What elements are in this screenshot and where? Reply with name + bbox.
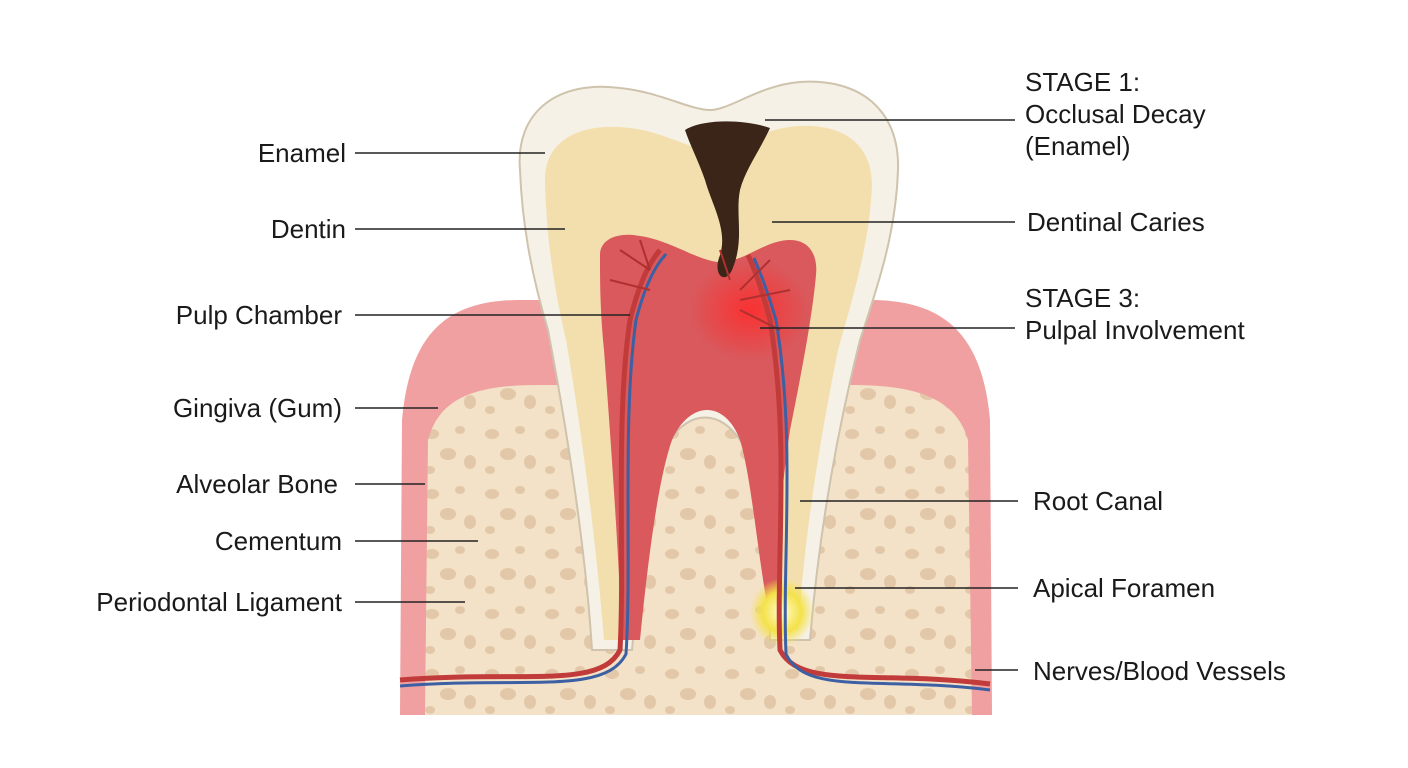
right-leader-lines <box>760 119 1018 671</box>
pulp-inflammation <box>690 260 810 360</box>
label-dentinal-caries-line-1: Dentinal Caries <box>1027 207 1205 237</box>
label-gingiva: Gingiva (Gum) <box>172 393 342 423</box>
label-cementum: Cementum <box>214 526 342 556</box>
label-dentinal-caries: Dentinal Caries <box>1027 206 1205 238</box>
artery-right <box>745 253 991 687</box>
label-periodontal-ligament: Periodontal Ligament <box>96 587 342 617</box>
label-stage-1: STAGE 1: Occlusal Decay (Enamel) <box>1025 66 1206 162</box>
label-root-canal: Root Canal <box>1033 485 1163 517</box>
label-alveolar-bone: Alveolar Bone <box>176 469 338 499</box>
artery-left <box>399 248 662 683</box>
label-stage-1-line-1: STAGE 1: <box>1025 67 1141 97</box>
label-stage-1-line-3: (Enamel) <box>1025 131 1131 161</box>
capillaries <box>609 239 791 331</box>
label-stage-3-line-1: STAGE 3: <box>1025 283 1141 313</box>
apical-abscess <box>750 578 814 646</box>
label-stage-3-line-2: Pulpal Involvement <box>1025 315 1245 345</box>
label-apical-foramen-line-1: Apical Foramen <box>1033 573 1216 603</box>
label-apical-foramen: Apical Foramen <box>1033 572 1215 604</box>
label-dentin: Dentin <box>270 214 346 244</box>
label-enamel: Enamel <box>257 138 346 168</box>
label-stage-3: STAGE 3: Pulpal Involvement <box>1025 282 1245 346</box>
vein-left <box>399 252 668 688</box>
left-leader-lines <box>355 152 630 603</box>
label-stage-1-line-2: Occlusal Decay <box>1025 99 1206 129</box>
label-nerves-blood-vessels-line-1: Nerves/Blood Vessels <box>1033 656 1286 686</box>
vein-right <box>752 257 991 692</box>
decay-cavity <box>685 121 770 278</box>
label-root-canal-line-1: Root Canal <box>1033 486 1164 516</box>
label-nerves-blood-vessels: Nerves/Blood Vessels <box>1033 655 1286 687</box>
label-pulp-chamber: Pulp Chamber <box>175 300 342 330</box>
alveolar-bone-shape <box>425 385 972 715</box>
